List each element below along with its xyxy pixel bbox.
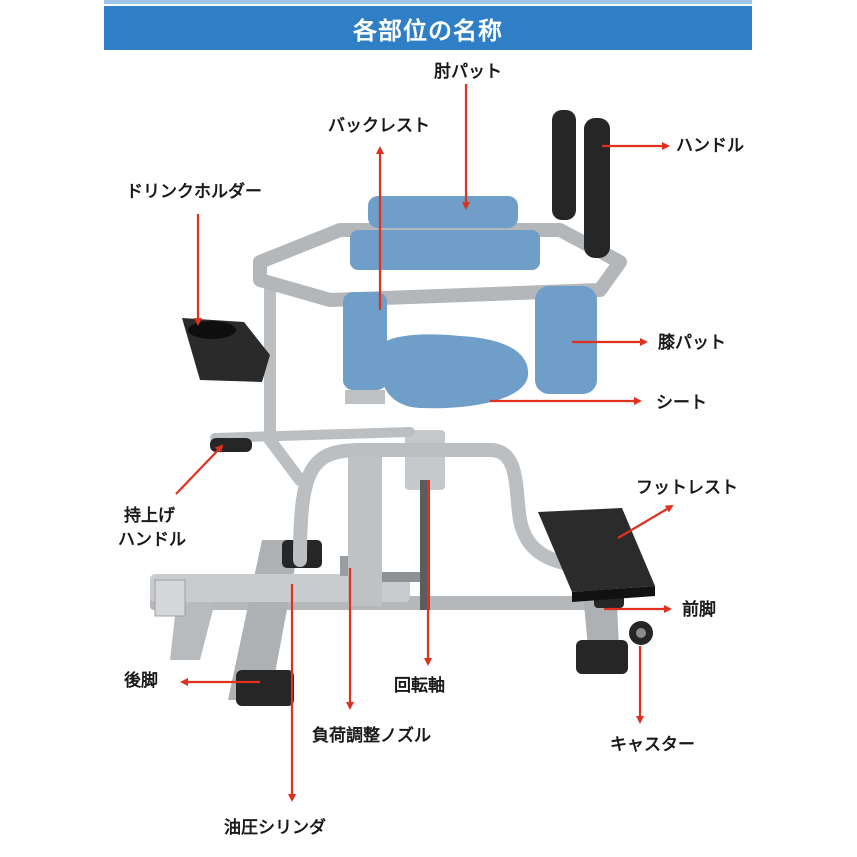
seat-bracket <box>345 390 385 404</box>
caster-hub <box>636 628 646 638</box>
elbow-pad-cushion <box>368 196 518 228</box>
handle-grip-left <box>552 110 576 220</box>
label-load-nozzle: 負荷調整ノズル <box>312 726 431 746</box>
back-rest-top-cushion <box>350 230 540 270</box>
label-rotation-shaft: 回転軸 <box>394 676 445 696</box>
lift-handle-bar <box>210 427 415 443</box>
arrow-foot-rest <box>617 504 674 539</box>
lift-handle-grip <box>210 438 252 452</box>
label-foot-rest: フットレスト <box>636 478 738 498</box>
handle-grip-right <box>584 118 610 258</box>
label-handle: ハンドル <box>676 136 744 156</box>
banner-accent-line <box>104 0 752 4</box>
foot-rest-plate <box>538 508 655 592</box>
lower-side-frame <box>293 443 582 572</box>
front-foot <box>576 640 628 674</box>
label-seat: シート <box>656 393 707 413</box>
rear-upright <box>264 284 306 486</box>
knee-pad-cushion <box>535 286 597 394</box>
label-rear-leg: 後脚 <box>124 671 158 691</box>
label-hydraulic-cylinder: 油圧シリンダ <box>224 818 326 838</box>
label-back-rest: バックレスト <box>328 116 430 136</box>
main-post <box>348 456 382 606</box>
cylinder-rod <box>360 572 420 582</box>
label-lift-handle-line1: 持上げ <box>124 506 175 526</box>
label-caster: キャスター <box>610 735 695 755</box>
rear-foot-left <box>236 670 294 706</box>
page-title-banner: 各部位の名称 <box>104 6 752 50</box>
drink-holder-opening <box>188 321 236 339</box>
label-front-leg: 前脚 <box>682 600 716 620</box>
label-knee-pad: 膝パット <box>658 333 726 353</box>
label-elbow-pad: 肘パット <box>434 62 502 82</box>
arrows <box>175 84 674 802</box>
cylinder-body <box>150 574 410 602</box>
rotation-shaft <box>420 480 430 610</box>
arrow-lift-handle <box>175 444 224 495</box>
seat-cushion <box>378 334 529 409</box>
cylinder-end-cap <box>154 579 186 617</box>
back-rest-cushion <box>343 292 387 390</box>
label-drink-holder: ドリンクホルダー <box>126 182 262 202</box>
label-lift-handle-line2: ハンドル <box>118 530 186 550</box>
page-title: 各部位の名称 <box>353 16 503 45</box>
foot-rest-edge <box>572 586 655 602</box>
